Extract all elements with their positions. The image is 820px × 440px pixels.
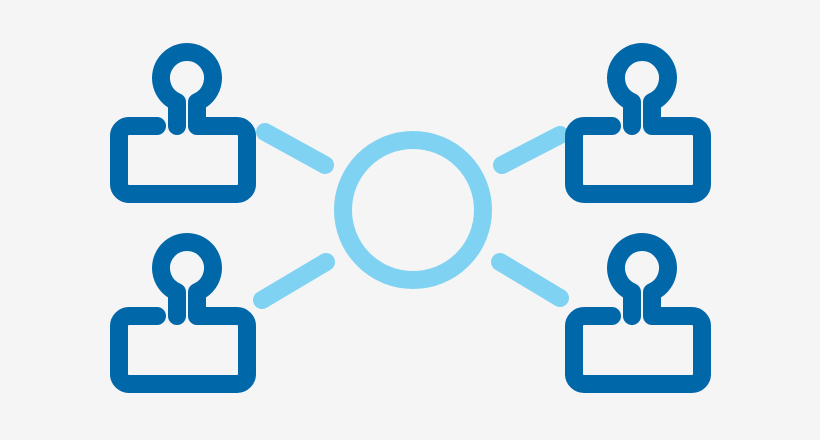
connectors [253,123,569,309]
people [110,43,711,393]
person-top-left-icon [110,43,256,203]
connector-bottom-left [253,253,335,309]
person-outline [110,43,256,203]
connector-top-left [256,123,334,174]
person-bottom-left-icon [110,233,256,393]
person-outline [565,233,711,393]
hub-circle [334,131,492,289]
connector-top-right [493,126,569,174]
person-outline [110,233,256,393]
person-outline [565,43,711,203]
person-bottom-right-icon [565,233,711,393]
person-top-right-icon [565,43,711,203]
connector-bottom-right [491,253,569,307]
hub-layer [334,131,492,289]
